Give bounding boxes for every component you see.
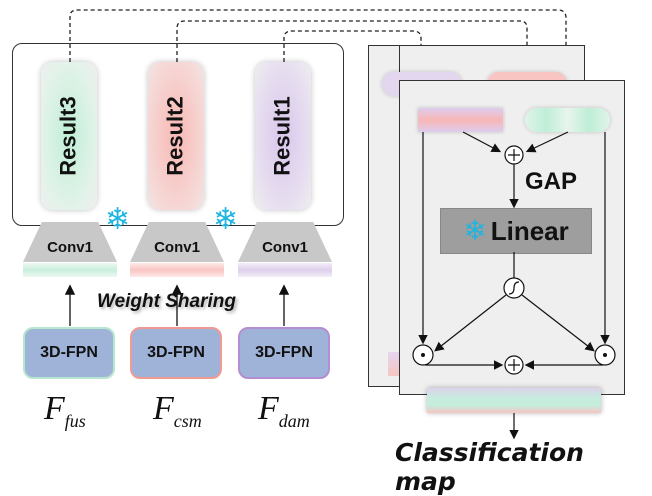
arrow-sigmoid-right	[521, 294, 595, 352]
feature-label-dam: Fdam	[258, 390, 310, 432]
feature-strip-purple	[238, 263, 332, 277]
snowflake-icon: ❄	[105, 203, 131, 236]
fpn-block-dam: 3D-FPN	[238, 327, 330, 379]
linear-label: Linear	[490, 215, 569, 246]
feature-strip-red	[130, 263, 224, 277]
result2-block: Result2	[148, 62, 204, 210]
pink-feature-rect	[418, 108, 503, 132]
fusion-connections	[412, 131, 616, 440]
conv1-block-2: Conv1	[130, 222, 224, 262]
conv1-label-2: Conv1	[154, 239, 200, 256]
snowflake-icon: ❄	[213, 203, 239, 236]
classification-output-bar	[427, 388, 601, 413]
fpn-block-fus: 3D-FPN	[23, 327, 115, 379]
feature-subscript: fus	[64, 411, 86, 431]
result1-block: Result1	[255, 62, 311, 210]
conv1-label-3: Conv1	[262, 239, 308, 256]
feature-subscript: dam	[278, 411, 310, 431]
feature-strip-green	[23, 263, 117, 277]
weight-sharing-label: Weight Sharing	[97, 291, 236, 312]
dashed-connector-result2	[176, 20, 533, 73]
fpn-label-1: 3D-FPN	[40, 344, 98, 361]
result3-block: Result3	[41, 62, 97, 210]
fpn-label-2: 3D-FPN	[147, 344, 205, 361]
classification-map-label: Classification map	[395, 438, 584, 496]
feature-label-csm: Fcsm	[153, 390, 202, 432]
arrow-green-to-add	[525, 131, 569, 153]
feature-label-fus: Ffus	[44, 390, 86, 432]
arrow-pink-to-add	[462, 131, 502, 153]
feature-subscript: csm	[173, 411, 202, 431]
back-strip	[388, 352, 400, 376]
gap-label: GAP	[525, 168, 578, 195]
linear-block: ❄ Linear	[440, 208, 592, 254]
connector-layer	[69, 9, 572, 365]
dashed-connector-result3	[69, 9, 572, 106]
green-feature-pill	[525, 108, 610, 132]
snowflake-icon: ❄	[463, 215, 487, 246]
up-arrows	[64, 284, 290, 326]
feature-symbol: F	[153, 390, 174, 427]
arrow-sigmoid-left	[434, 294, 507, 352]
conv1-label-1: Conv1	[47, 239, 93, 256]
feature-symbol: F	[44, 390, 65, 427]
fpn-label-3: 3D-FPN	[255, 344, 313, 361]
fpn-block-csm: 3D-FPN	[130, 327, 222, 379]
feature-symbol: F	[258, 390, 279, 427]
